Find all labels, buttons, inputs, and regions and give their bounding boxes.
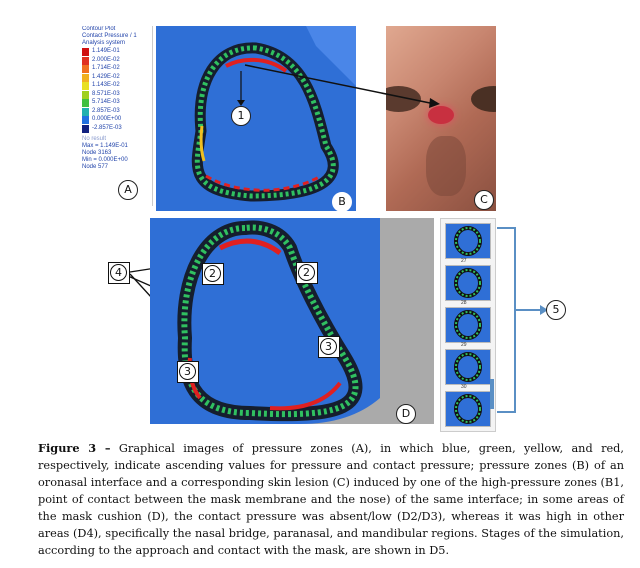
marker-b1: 1 — [231, 106, 251, 126]
legend-row: 1.714E-02 — [82, 65, 152, 74]
lesion-spot — [428, 106, 454, 124]
legend-scale: 1.149E-01 2.000E-02 1.714E-02 1.429E-02 1.14… — [82, 48, 152, 133]
legend-title-line: Contour Plot — [82, 26, 116, 32]
thumbnail-label: 27 — [461, 258, 467, 264]
legend-value: 1.149E-01 — [92, 48, 120, 54]
marker-d2-left: 2 — [202, 263, 224, 285]
marker-d4-label: 4 — [110, 264, 127, 281]
legend-title-line: Contact Pressure / 1 — [82, 33, 137, 39]
mask-cushion-d — [150, 218, 380, 424]
thumbnail-label: 29 — [461, 342, 467, 348]
legend-swatch — [82, 56, 89, 65]
legend-min-node: Node 577 — [82, 164, 109, 170]
caption-text: Graphical images of pressure zones (A), … — [38, 442, 624, 557]
simulation-thumbnail[interactable] — [445, 307, 491, 343]
legend-row: 5.714E-03 — [82, 99, 152, 108]
marker-d3-label: 3 — [179, 363, 196, 380]
legend-max: Max = 1.149E-01 — [82, 143, 128, 149]
panel-d-mask-cushion: 2 2 3 3 D — [150, 218, 434, 424]
thumbnail-label: 30 — [461, 384, 467, 390]
eye-right — [471, 86, 496, 112]
panel-label-c: C — [474, 190, 494, 210]
legend-row: 1.143E-02 — [82, 82, 152, 91]
legend-max-node: Node 3163 — [82, 150, 112, 156]
marker-d2-right: 2 — [296, 262, 318, 284]
legend-value: 1.143E-02 — [92, 82, 120, 88]
legend-row: 1.149E-01 — [82, 48, 152, 57]
legend-value: 2.000E-02 — [92, 56, 120, 63]
marker-d2-label: 2 — [298, 264, 315, 281]
legend-value: -2.857E-03 — [92, 124, 122, 131]
simulation-thumbnail[interactable] — [445, 391, 491, 427]
panel-c-skin-lesion-photo: C — [386, 26, 496, 211]
eye-left — [386, 86, 421, 112]
marker-d3-right: 3 — [318, 336, 340, 358]
legend-row: 2.857E-03 — [82, 107, 152, 117]
panel-a-legend: Contour Plot Contact Pressure / 1 Analys… — [80, 26, 152, 206]
legend-value: 1.429E-02 — [92, 73, 120, 80]
legend-no-result: No result — [82, 136, 107, 142]
marker-d2-label: 2 — [204, 265, 221, 282]
legend-value: 5.714E-03 — [92, 99, 120, 105]
panel-label-a: A — [118, 180, 138, 200]
legend-value: 0.000E+00 — [92, 116, 122, 122]
legend-min: Min = 0.000E+00 — [82, 157, 128, 163]
panel-a-divider — [152, 26, 153, 206]
marker-d3-label: 3 — [320, 338, 337, 355]
legend-swatch — [82, 82, 89, 90]
legend-swatch — [82, 65, 89, 73]
legend-value: 8.571E-03 — [92, 90, 120, 97]
legend-swatch — [82, 124, 89, 133]
legend-swatch — [82, 90, 89, 99]
nose-shadow — [426, 136, 466, 196]
panel-b-mask-pressure: 1 B — [156, 26, 356, 211]
legend-row: 2.000E-02 — [82, 56, 152, 66]
simulation-thumbnail[interactable] — [445, 223, 491, 259]
legend-row: 8.571E-03 — [82, 90, 152, 100]
caption-lead: Figure 3 – — [38, 441, 111, 455]
legend-swatch — [82, 73, 89, 82]
figure-caption: Figure 3 – Graphical images of pressure … — [38, 440, 624, 559]
legend-value: 2.857E-03 — [92, 107, 120, 114]
marker-d3-left: 3 — [177, 361, 199, 383]
simulation-thumbnail[interactable] — [445, 265, 491, 301]
legend-title: Contour Plot Contact Pressure / 1 Analys… — [82, 26, 137, 47]
mask-cushion-b — [156, 26, 356, 211]
thumbnail-label: 28 — [461, 300, 467, 306]
legend-swatch — [82, 116, 89, 124]
legend-row: -2.857E-03 — [82, 124, 152, 134]
marker-d4: 4 — [108, 262, 130, 284]
legend-swatch — [82, 99, 89, 107]
thumb-scrollbar[interactable] — [490, 379, 494, 409]
legend-row: 0.000E+00 — [82, 116, 152, 125]
simulation-thumbnail[interactable] — [445, 349, 491, 385]
panel-label-d: D — [396, 404, 416, 424]
legend-value: 1.714E-02 — [92, 65, 120, 71]
marker-d5: 5 — [546, 300, 566, 320]
simulation-thumbnail-strip: 27 28 29 30 — [440, 218, 496, 432]
legend-row: 1.429E-02 — [82, 73, 152, 83]
legend-swatch — [82, 107, 89, 116]
legend-title-line: Analysis system — [82, 40, 126, 46]
panel-label-b: B — [332, 192, 352, 211]
legend-stats: No result Max = 1.149E-01 Node 3163 Min … — [82, 136, 128, 171]
legend-swatch — [82, 48, 89, 56]
